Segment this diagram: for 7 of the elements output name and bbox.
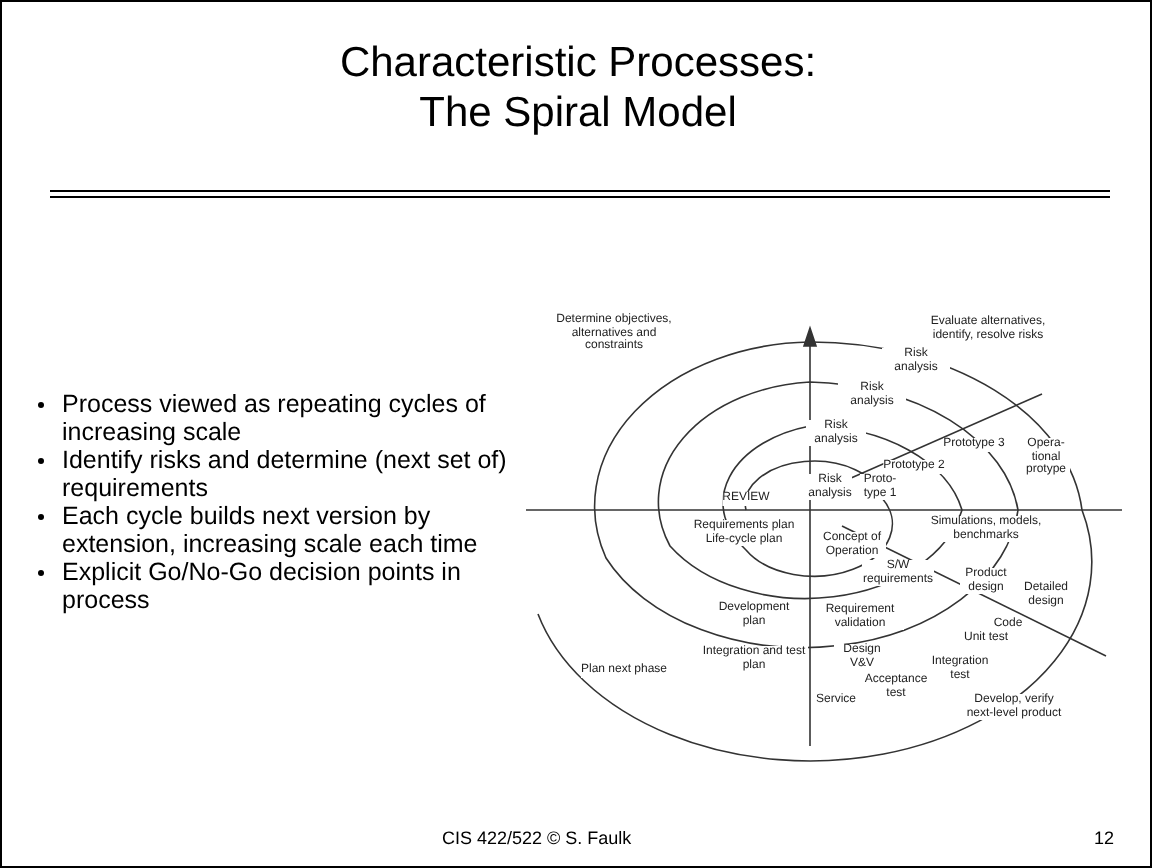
- slide-title: Characteristic Processes: The Spiral Model: [337, 38, 819, 138]
- bullet-point: Explicit Go/No-Go decision points in process: [62, 558, 461, 614]
- bullet-point: Each cycle builds next version by extension, increasing scale each time: [62, 502, 478, 558]
- bullet-point: Identify risks and determine (next set of) requirements: [62, 446, 507, 502]
- page-number: 12: [1094, 828, 1115, 848]
- footer-text: CIS 422/522 © S. Faulk: [442, 828, 632, 848]
- bullet-point: Process viewed as repeating cycles of increasing scale: [62, 390, 486, 446]
